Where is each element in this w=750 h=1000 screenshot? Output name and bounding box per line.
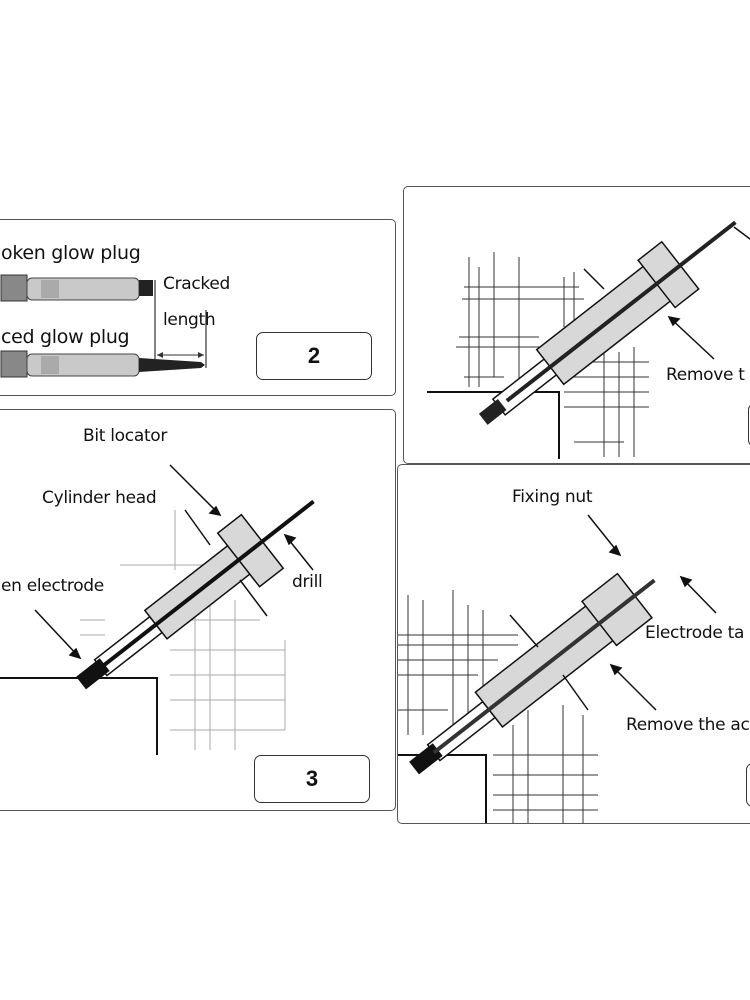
label-broken-electrode: en electrode xyxy=(1,576,104,596)
label-electrode-tap: Electrode ta xyxy=(645,623,745,643)
cylinder-hatching xyxy=(398,590,598,823)
cylinder-hatching xyxy=(456,252,649,457)
arrows xyxy=(509,514,717,711)
arrows xyxy=(583,226,750,360)
glow-plugs-illustration xyxy=(0,274,207,378)
label-cylinder-head: Cylinder head xyxy=(42,488,157,508)
fixing-nut-icon xyxy=(409,572,656,775)
cylinder-head-edge xyxy=(398,754,487,823)
removal-illustration xyxy=(427,220,750,459)
replaced-glow-plug-icon xyxy=(0,350,205,378)
label-length: length xyxy=(163,310,216,330)
label-broken-glow-plug: oken glow plug xyxy=(1,242,141,264)
label-cracked: Cracked xyxy=(163,274,231,294)
panel-step-4: Remove t xyxy=(403,186,750,464)
bit-locator-icon xyxy=(76,499,315,690)
panel-step-3: Bit locator Cylinder head en electrode d… xyxy=(0,409,396,811)
cylinder-head-edge xyxy=(0,677,158,755)
panel-step-2: oken glow plug ced glow plug Cracked len… xyxy=(0,219,396,396)
label-remove-the: Remove the ac xyxy=(626,715,750,735)
label-drill: drill xyxy=(292,572,323,592)
step-number-5 xyxy=(746,763,750,807)
arrows xyxy=(34,464,314,660)
tapping-illustration xyxy=(398,514,717,823)
label-remove: Remove t xyxy=(666,365,745,385)
cylinder-head-edge xyxy=(427,391,560,459)
label-replaced-glow-plug: ced glow plug xyxy=(1,326,130,348)
label-fixing-nut: Fixing nut xyxy=(512,487,593,507)
label-bit-locator: Bit locator xyxy=(83,426,168,446)
step-number-2: 2 xyxy=(256,332,372,380)
glow-plug-body-icon xyxy=(478,220,737,425)
panel-step-5: Fixing nut Electrode ta Remove the ac xyxy=(397,464,750,824)
broken-glow-plug-icon xyxy=(0,274,153,302)
drilling-illustration xyxy=(0,464,315,755)
step-number-3: 3 xyxy=(254,755,370,803)
